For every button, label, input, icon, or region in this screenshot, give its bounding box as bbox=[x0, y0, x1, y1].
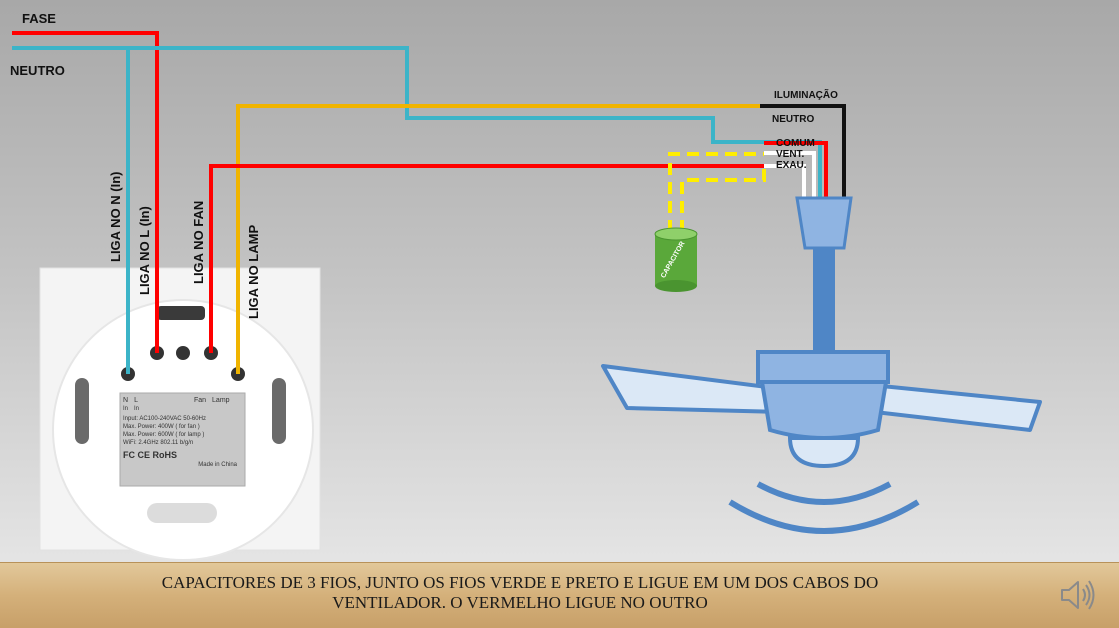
wiring-diagram bbox=[12, 31, 1042, 561]
capacitor bbox=[654, 227, 698, 292]
exau-label: EXAU. bbox=[776, 160, 807, 171]
terminal-fan: Fan bbox=[193, 397, 207, 404]
ceiling-fan-icon bbox=[601, 196, 1042, 534]
switch-spec-text: N L Fan Lamp In In Input: AC100-240VAC 5… bbox=[123, 396, 243, 484]
smart-switch bbox=[39, 267, 321, 561]
made-in-label: Made in China bbox=[198, 462, 237, 468]
vent-wire bbox=[764, 151, 816, 200]
capacitor-wire-2 bbox=[680, 166, 766, 232]
fase-wire bbox=[12, 31, 159, 353]
switch-spec-label bbox=[119, 392, 246, 487]
cert-marks: FC CE RoHS bbox=[123, 450, 177, 460]
caption-bar: CAPACITORES DE 3 FIOS, JUNTO OS FIOS VER… bbox=[0, 562, 1119, 628]
caption-line-1: CAPACITORES DE 3 FIOS, JUNTO OS FIOS VER… bbox=[161, 573, 879, 592]
spec-line-1: Input: AC100-240VAC 50-60Hz bbox=[123, 416, 206, 422]
terminal-l-sub: In bbox=[134, 406, 140, 412]
terminal-l: L bbox=[134, 397, 138, 404]
fan-neutro-label: NEUTRO bbox=[772, 114, 815, 125]
liga-l-label: LIGA NO L (In) bbox=[137, 206, 152, 295]
spec-line-3: Max. Power: 600W ( for lamp ) bbox=[123, 432, 205, 438]
neutro-label: NEUTRO bbox=[10, 63, 65, 78]
liga-n-label: LIGA NO N (In) bbox=[108, 171, 123, 262]
comum-label: COMUM bbox=[776, 138, 815, 149]
liga-lamp-label: LIGA NO LAMP bbox=[246, 224, 261, 319]
caption-line-2: VENTILADOR. O VERMELHO LIGUE NO OUTRO bbox=[332, 593, 708, 612]
fase-label: FASE bbox=[22, 11, 56, 26]
terminal-n: N bbox=[123, 397, 129, 404]
iluminacao-wire bbox=[760, 104, 846, 200]
caption: CAPACITORES DE 3 FIOS, JUNTO OS FIOS VER… bbox=[60, 573, 980, 613]
fan-wire bbox=[209, 164, 764, 353]
iluminacao-label: ILUMINAÇÃO bbox=[774, 90, 838, 101]
terminal-n-sub: In bbox=[123, 406, 129, 412]
neutro-wire bbox=[12, 46, 822, 200]
terminal-lamp: Lamp bbox=[212, 397, 230, 404]
liga-fan-label: LIGA NO FAN bbox=[191, 200, 206, 284]
comum-wire bbox=[764, 141, 828, 200]
speaker-icon[interactable] bbox=[1058, 575, 1098, 615]
exau-wire bbox=[764, 164, 806, 200]
vent-label: VENT. bbox=[776, 149, 805, 160]
spec-line-2: Max. Power: 400W ( for fan ) bbox=[123, 424, 200, 430]
spec-line-4: WiFi: 2.4GHz 802.11 b/g/n bbox=[123, 440, 194, 446]
capacitor-wire-1 bbox=[668, 152, 764, 232]
lamp-wire bbox=[236, 104, 844, 374]
